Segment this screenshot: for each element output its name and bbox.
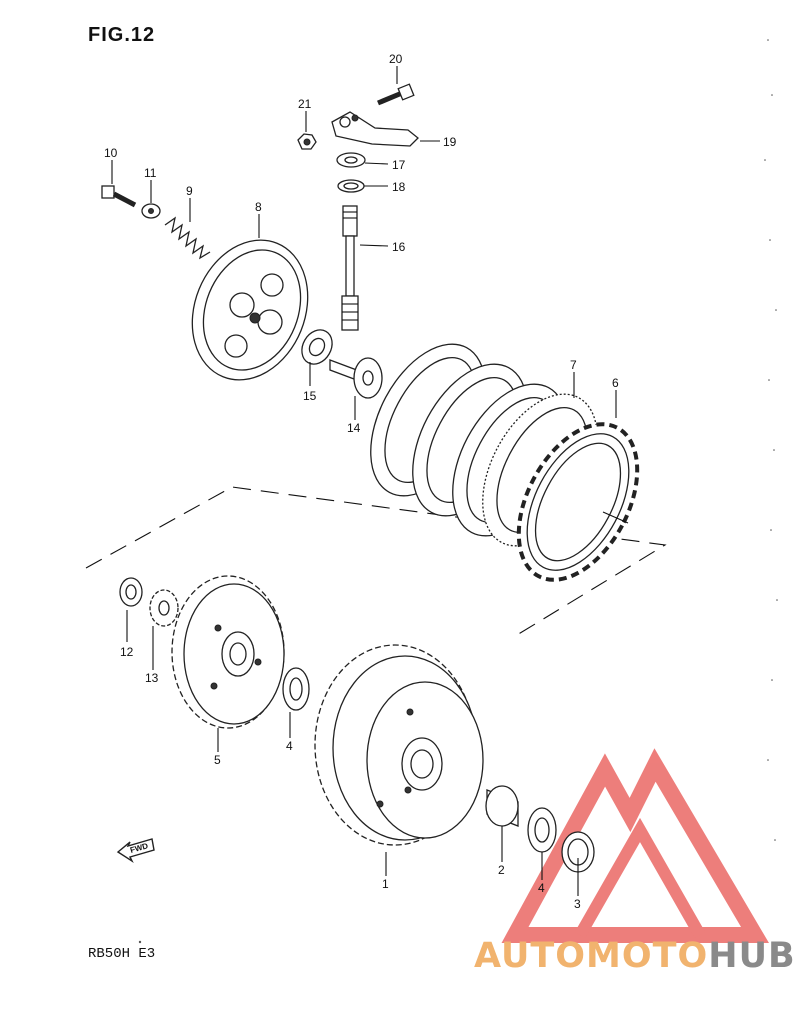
figure-title: FIG.12 <box>88 24 156 46</box>
callout-3: 3 <box>574 897 581 911</box>
watermark-brand: AUTOMOTOHUB <box>474 936 796 976</box>
clutch-lever-part-19 <box>331 111 419 147</box>
callout-12: 12 <box>120 645 134 659</box>
callout-13: 13 <box>145 671 159 685</box>
bearing-part-15 <box>301 329 333 365</box>
forward-arrow-icon: FWD <box>116 838 155 863</box>
nut-part-21 <box>297 133 317 150</box>
callout-11: 11 <box>144 166 157 180</box>
watermark-logo <box>501 748 769 943</box>
callout-8: 8 <box>255 200 262 214</box>
callout-18: 18 <box>392 180 406 194</box>
clutch-hub-part-5 <box>171 575 285 729</box>
callout-7: 7 <box>570 358 577 372</box>
pressure-plate-part-8 <box>191 239 309 381</box>
spring-part-9 <box>164 216 211 260</box>
bolt-part-10 <box>101 185 137 208</box>
callout-15: 15 <box>303 389 317 403</box>
callout-2: 2 <box>498 863 505 877</box>
thrust-washer-part-4a <box>282 667 310 711</box>
release-shaft-part-16 <box>341 205 359 331</box>
lock-washer-part-13 <box>149 589 179 627</box>
clutch-housing-part-1 <box>314 644 484 846</box>
scan-speckle <box>138 39 778 944</box>
callout-6: 6 <box>612 376 619 390</box>
leader-lines <box>111 66 629 896</box>
bearing-part-3 <box>561 831 595 873</box>
callout-17: 17 <box>392 158 406 172</box>
spacer-part-2 <box>485 785 519 827</box>
drive-plate-part-6 <box>516 422 640 582</box>
model-code: RB50H E3 <box>88 946 156 962</box>
oil-seal-part-17 <box>336 152 366 168</box>
callout-9: 9 <box>186 184 193 198</box>
callout-20: 20 <box>389 52 403 66</box>
callout-21: 21 <box>298 97 312 111</box>
callout-10: 10 <box>104 146 118 160</box>
push-piece-part-14 <box>329 357 383 399</box>
brand-part1: AUTOMOTO <box>474 936 709 976</box>
bolt-part-20 <box>377 83 415 106</box>
nut-part-12 <box>119 577 143 607</box>
thrust-washer-part-4b <box>527 807 557 853</box>
callout-16: 16 <box>392 240 406 254</box>
callout-4b: 4 <box>538 881 545 895</box>
brand-part2: HUB <box>708 936 796 976</box>
callout-1: 1 <box>382 877 389 891</box>
callout-4a: 4 <box>286 739 293 753</box>
callout-19: 19 <box>443 135 457 149</box>
washer-part-18 <box>337 179 365 193</box>
washer-part-11 <box>141 203 161 219</box>
callout-labels: 20 21 19 17 18 16 10 11 9 8 15 14 7 6 12… <box>104 52 619 911</box>
callout-14: 14 <box>347 421 361 435</box>
callout-5: 5 <box>214 753 221 767</box>
